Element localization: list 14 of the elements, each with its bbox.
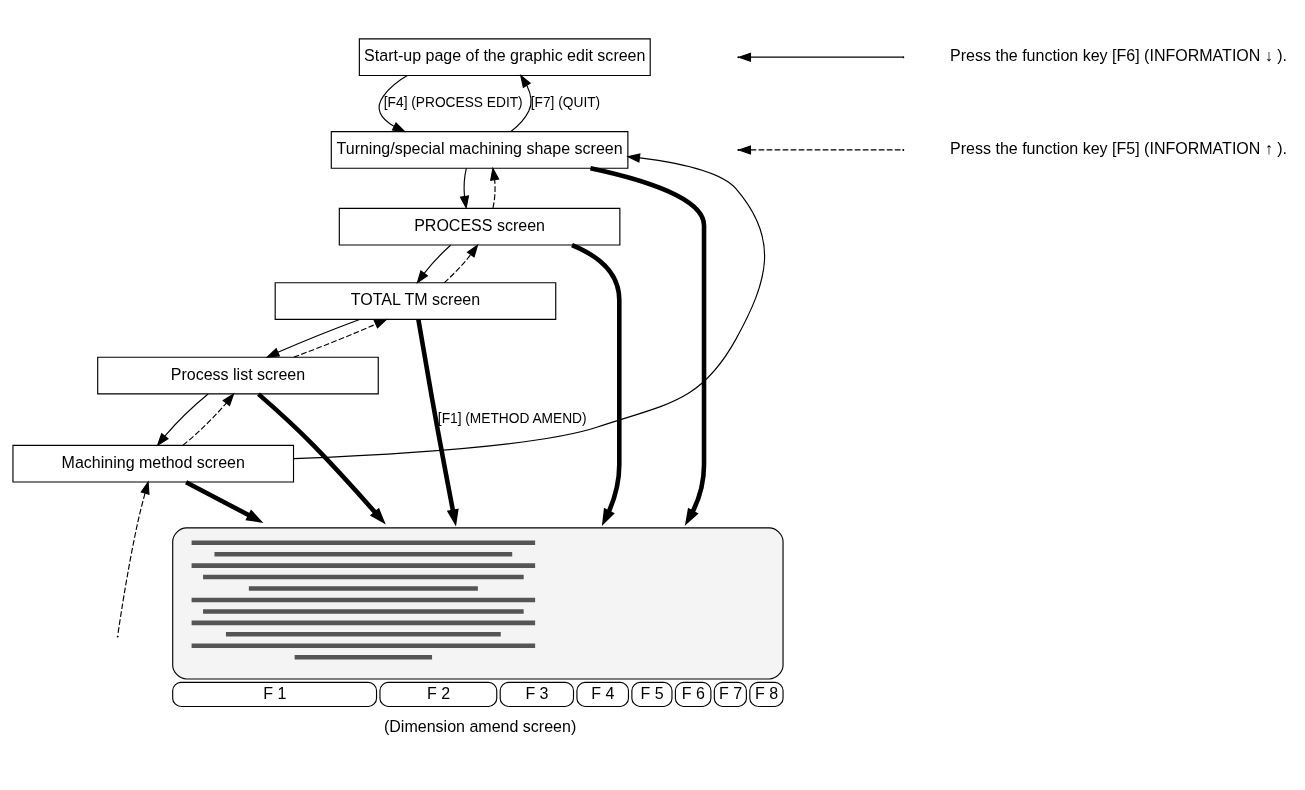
legend-label: Press the function key [F6] (INFORMATION ↓ ). <box>950 46 1288 65</box>
edge-label: [F1] (METHOD AMEND) <box>437 411 587 427</box>
node-label: (Dimension amend screen) <box>383 716 577 735</box>
edge-label: [F4] (PROCESS EDIT) <box>383 95 523 111</box>
node-label: F 7 <box>718 683 743 702</box>
node-label: F 4 <box>591 683 615 702</box>
node-label: F 8 <box>754 683 779 702</box>
node-label: F 3 <box>525 683 549 702</box>
edge-label: [F7] (QUIT) <box>530 95 601 111</box>
legend-label: Press the function key [F5] (INFORMATION ↑ ). <box>950 139 1288 158</box>
node-label: F 1 <box>263 683 287 702</box>
node-label: F 5 <box>640 683 664 702</box>
node-label: F 2 <box>426 683 451 702</box>
node-label: F 6 <box>681 683 705 702</box>
